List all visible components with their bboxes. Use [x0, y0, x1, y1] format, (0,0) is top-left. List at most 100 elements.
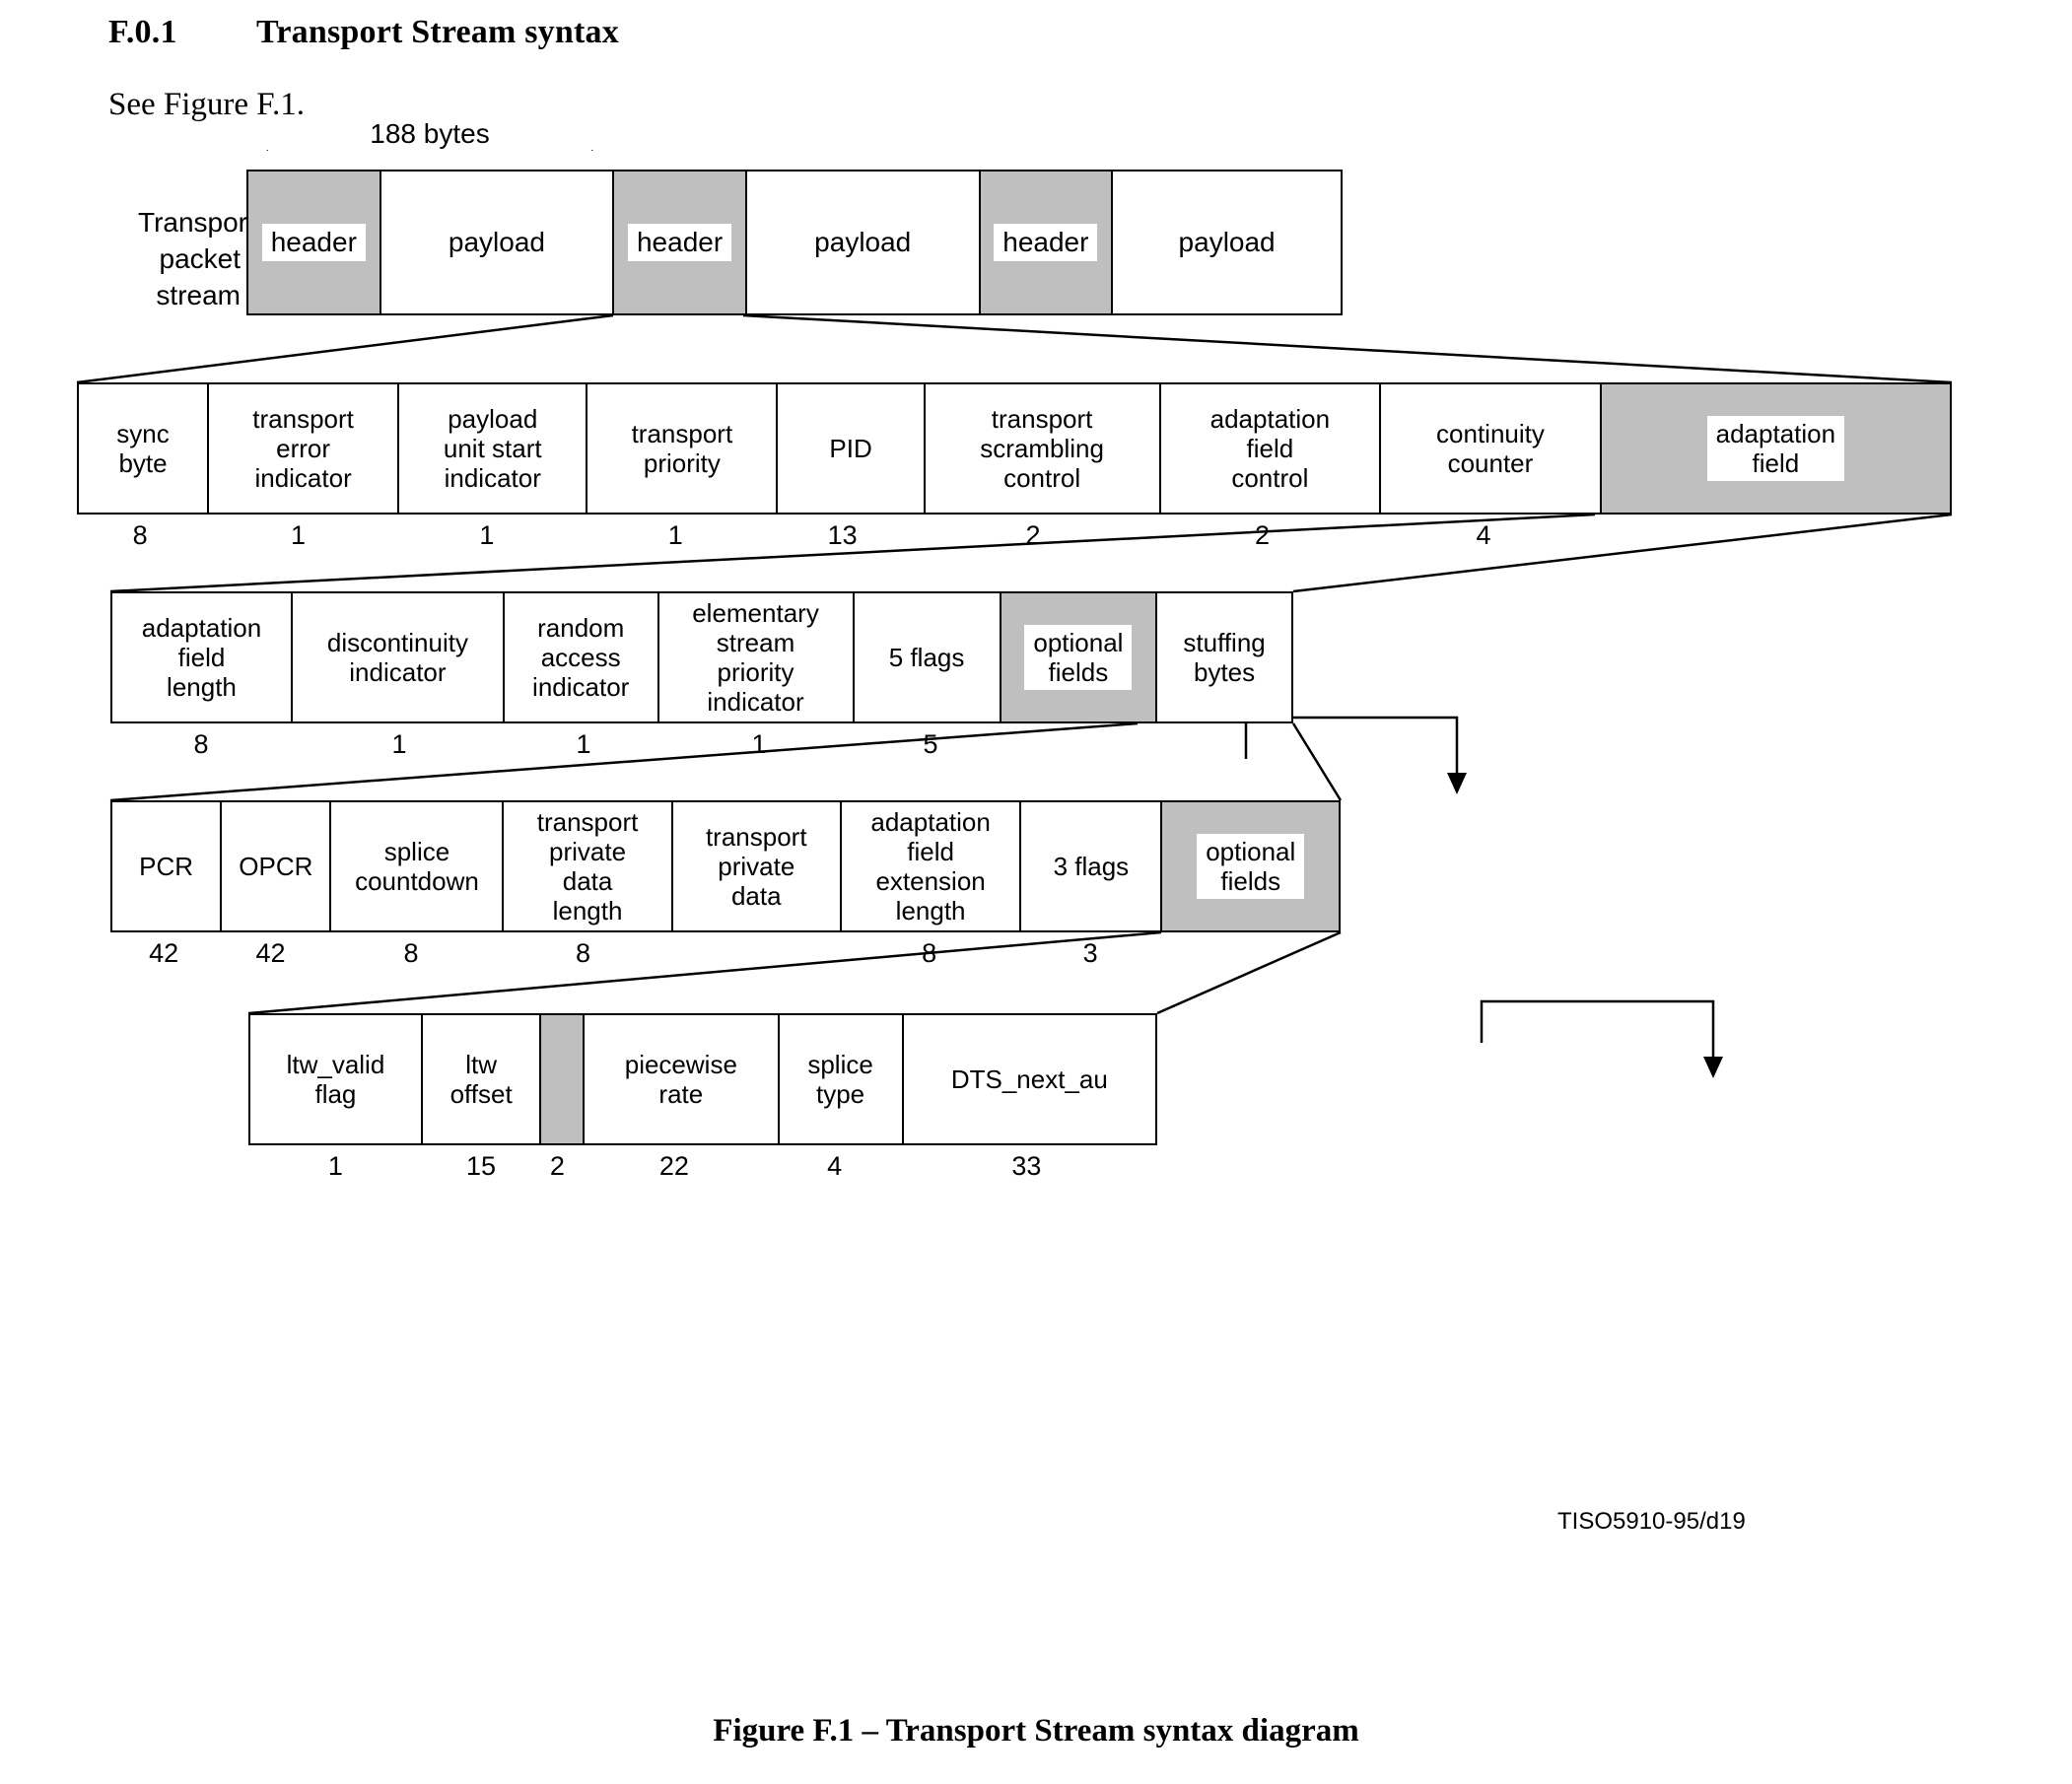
figure-id-label: TISO5910-95/d19 [1557, 1508, 1746, 1535]
section-number: F.0.1 [108, 14, 177, 50]
bracket-5-flags-arrowhead [1447, 773, 1467, 794]
stream-cell-label: payload [448, 226, 545, 257]
stream-cell: header [614, 172, 747, 313]
ltw-field-cell-label: DTS_next_au [950, 1064, 1108, 1094]
stream-cell: header [980, 172, 1114, 313]
header-field-bit-width: 8 [132, 520, 148, 550]
bracket-3-flags-arrowhead [1703, 1057, 1723, 1078]
expand-line-header-right [742, 313, 1953, 384]
stream-cell-label: payload [1178, 226, 1276, 257]
optional-field-bit-width: 3 [1082, 938, 1098, 968]
section-title: Transport Stream syntax [256, 14, 619, 50]
optional-field-cell-label: PCR [139, 851, 194, 881]
ltw-field-bit-width: 15 [466, 1151, 497, 1181]
optional-field-cell-label: 3 flags [1053, 851, 1130, 881]
adaptation-field-bit-width [1159, 729, 1293, 760]
adaptation-field-bit-width [1003, 729, 1159, 760]
header-field-cell: PID [778, 384, 926, 513]
stream-cell-label: header [627, 223, 732, 262]
header-field-bit-width [1594, 520, 1952, 551]
header-field-bit-width: 13 [827, 520, 858, 550]
optional-field-bit-width: 8 [576, 938, 591, 968]
stream-cell: payload [746, 172, 981, 313]
adaptation-field-bit-width: 1 [576, 729, 591, 759]
stream-cell: payload [380, 172, 615, 313]
optional-field-bit-width: 8 [922, 938, 937, 968]
optional-field-bit-width [1160, 938, 1341, 969]
header-field-bit-width: 2 [1025, 520, 1041, 550]
header-field-bit-width: 1 [290, 520, 306, 550]
ltw-field-bit-width: 2 [549, 1151, 565, 1181]
ltw-field-cell: DTS_next_au [903, 1015, 1155, 1143]
header-field-cell-label: PID [829, 433, 872, 463]
optional-field-bit-width: 8 [403, 938, 419, 968]
transport-packet-stream-row: header payload header payload header payload [246, 170, 1343, 315]
optional-field-cell: PCR [112, 802, 223, 930]
expand-line-opt-right [1291, 722, 1343, 801]
stream-cell-label: header [994, 223, 1098, 262]
stream-cell: header [248, 172, 381, 313]
optional-field-cell-label: OPCR [239, 851, 313, 881]
dimension-label: 188 bytes [246, 118, 613, 150]
ltw-field-bit-width: 1 [327, 1151, 343, 1181]
header-field-bit-width: 2 [1255, 520, 1271, 550]
section-heading: F.0.1 Transport Stream syntax [108, 14, 619, 51]
stream-cell: payload [1113, 172, 1342, 313]
optional-field-bit-width [668, 938, 839, 969]
stream-cell-label: header [261, 223, 366, 262]
ltw-field-cell [541, 1015, 586, 1143]
optional-field-cell: 3 flags [1021, 802, 1163, 930]
adaptation-field-cell: 5 flags [854, 593, 1001, 721]
ltw-field-bit-width: 22 [658, 1151, 689, 1181]
adaptation-field-bit-width: 1 [751, 729, 767, 759]
dimension-188-bytes: 188 bytes [246, 118, 613, 166]
expand-line-header-left [76, 313, 614, 384]
header-field-bit-width: 4 [1476, 520, 1491, 550]
